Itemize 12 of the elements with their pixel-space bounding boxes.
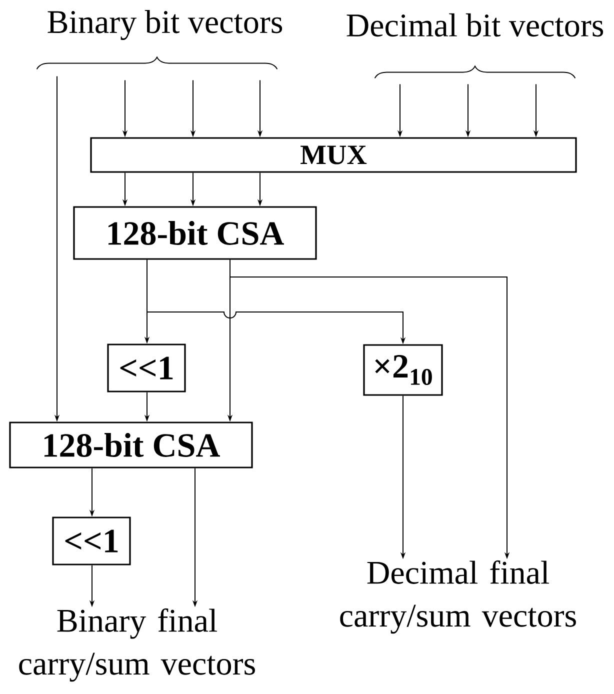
shift-box: <<1 [107, 344, 186, 392]
output-label: Binary final carry/sum vectors [19, 608, 255, 682]
multiply-box: ×2$_{10}$ [363, 344, 443, 396]
shift-box: <<1 [52, 516, 131, 566]
brace [36, 56, 278, 70]
output-label: Decimal final carry/sum vectors [340, 560, 576, 634]
mux-box: MUX [90, 137, 577, 173]
heading: Decimal bit vectors [346, 13, 604, 37]
csa-box: 128-bit CSA [73, 206, 317, 260]
heading: Binary bit vectors [48, 10, 282, 40]
brace [374, 66, 576, 79]
csa-box: 128-bit CSA [9, 422, 253, 468]
